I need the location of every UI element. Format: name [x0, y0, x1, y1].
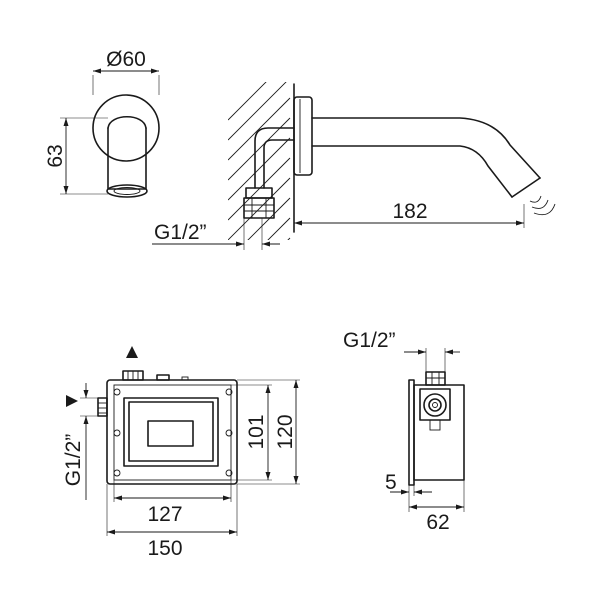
- supply-pipe-inner: [263, 139, 295, 189]
- sensor-wave-1: [529, 195, 542, 203]
- inlet-flow-arrow: [66, 395, 78, 407]
- spout-front-view: Ø60 63: [44, 48, 160, 198]
- valve-inner-ring: [428, 398, 442, 412]
- wall-flange: [293, 96, 313, 176]
- wall-hatching: [228, 82, 291, 240]
- spout-arm-bottom: [311, 145, 513, 198]
- cable-gland: [156, 374, 170, 381]
- mount-hole: [225, 388, 233, 396]
- sensor-wave-3: [533, 203, 556, 216]
- inner-height-label: 101: [245, 414, 268, 449]
- supply-pipe-outer: [254, 127, 295, 189]
- mount-hole: [113, 388, 121, 396]
- aerator-inner: [113, 187, 141, 195]
- inner-width-label: 127: [147, 503, 182, 526]
- mount-hole: [225, 429, 233, 437]
- spout-body-outline: [107, 127, 147, 190]
- mount-hole: [113, 469, 121, 477]
- control-module: [123, 397, 219, 467]
- box-outer: [106, 379, 238, 485]
- connector-nut: [243, 197, 275, 219]
- mount-hole: [225, 469, 233, 477]
- thread-dimension-label: G1/2”: [154, 221, 207, 244]
- valve-stem: [429, 419, 441, 431]
- spout-outlet: [511, 177, 541, 198]
- mounting-box-front-view: G1/2” 101 120 127 150: [62, 346, 300, 560]
- control-module-frame: [128, 401, 214, 462]
- inlet-fitting: [97, 397, 108, 417]
- diameter-dimension-label: Ø60: [106, 48, 146, 71]
- box-body: [413, 384, 465, 481]
- flange-thickness-label: 5: [385, 471, 397, 494]
- side-thread-label: G1/2”: [343, 329, 396, 352]
- depth-dimension-label: 62: [426, 511, 449, 534]
- outer-height-label: 120: [274, 414, 297, 449]
- valve-body: [419, 388, 451, 421]
- outer-width-label: 150: [147, 537, 182, 560]
- spout-side-view: 182 G1/2”: [152, 82, 556, 250]
- spout-arm-top: [311, 117, 541, 179]
- sensor-wave-2: [531, 199, 549, 209]
- inlet-thread-label: G1/2”: [62, 434, 85, 487]
- spout-top-curve: [107, 116, 147, 129]
- height-dimension-label: 63: [44, 144, 67, 167]
- mounting-box-side-view: G1/2” 5 62: [343, 329, 465, 534]
- mount-hole: [113, 429, 121, 437]
- cable-port: [181, 376, 189, 381]
- aerator-outline: [106, 184, 148, 198]
- length-dimension-label: 182: [392, 200, 427, 223]
- valve-outer-ring: [423, 393, 447, 417]
- outlet-flow-arrow: [126, 346, 138, 358]
- sensor-window: [147, 420, 194, 447]
- escutcheon-outline: [92, 94, 160, 162]
- side-fitting: [425, 371, 446, 386]
